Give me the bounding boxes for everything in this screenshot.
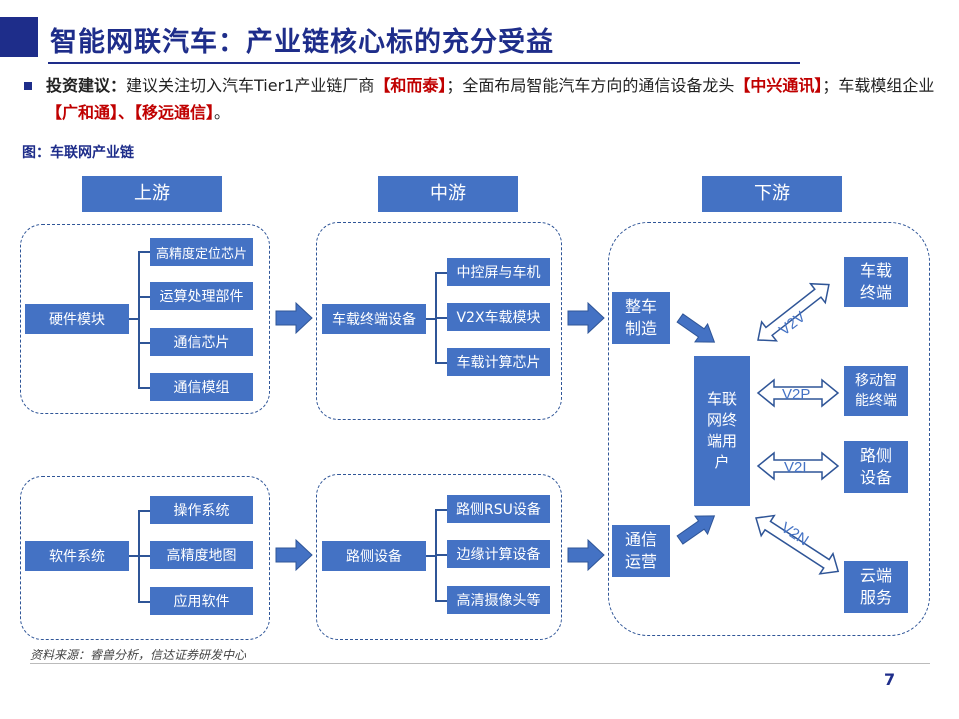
vehicle-terminal-item: 中控屏与车机 (447, 258, 550, 286)
header-downstream: 下游 (702, 176, 842, 212)
target-vehicle-terminal: 车载 终端 (844, 257, 908, 307)
header-midstream: 中游 (378, 176, 518, 212)
rs-connector (426, 555, 436, 557)
vt-tick (435, 317, 447, 319)
page-title: 智能网联汽车：产业链核心标的充分受益 (50, 27, 554, 58)
software-item: 高精度地图 (150, 541, 253, 569)
header-upstream: 上游 (82, 176, 222, 212)
downstream-group (608, 222, 930, 636)
hardware-root: 硬件模块 (25, 304, 129, 334)
hw-tick (138, 342, 150, 344)
roadside-item: 路侧RSU设备 (447, 495, 550, 523)
figure-label: 图：车联网产业链 (22, 145, 134, 161)
footer-rule (30, 663, 930, 664)
software-root: 软件系统 (25, 541, 129, 571)
sw-tick (138, 555, 150, 557)
page-number: 7 (884, 670, 896, 689)
roadside-item: 边缘计算设备 (447, 540, 550, 568)
vehicle-terminal-root: 车载终端设备 (322, 304, 426, 334)
advice-hl2: 【中兴通讯】 (734, 76, 823, 95)
sw-tick (138, 510, 150, 512)
target-cloud-service: 云端 服务 (844, 561, 908, 613)
terminal-user-box: 车联 网终 端用 户 (694, 356, 750, 506)
target-roadside-device: 路侧 设备 (844, 441, 908, 493)
advice-seg2: ；全面布局智能汽车方向的通信设备龙头 (446, 76, 735, 95)
advice-hl3: 【广和通】、【移远通信】 (46, 103, 215, 122)
v2v-arrow (757, 282, 830, 342)
flow-arrow (275, 301, 313, 335)
vt-connector (426, 318, 436, 320)
sw-tick (138, 601, 150, 603)
hw-tick (138, 387, 150, 389)
hardware-item: 运算处理部件 (150, 282, 253, 310)
hw-tick (138, 296, 150, 298)
vt-tick (435, 272, 447, 274)
advice-hl1: 【和而泰】 (374, 76, 447, 95)
oem-box: 整车 制造 (612, 292, 670, 344)
hardware-item: 通信模组 (150, 373, 253, 401)
software-item: 应用软件 (150, 587, 253, 615)
sw-connector (129, 555, 139, 557)
vt-tick (435, 362, 447, 364)
hw-connector (129, 318, 139, 320)
title-accent-block (0, 17, 38, 57)
flow-arrow (275, 538, 313, 572)
operator-box: 通信 运营 (612, 525, 670, 577)
oem-to-user-arrow (676, 313, 716, 343)
rs-tick (435, 554, 447, 556)
hw-branch (138, 251, 140, 388)
roadside-root: 路侧设备 (322, 541, 426, 571)
investment-advice: 投资建议：建议关注切入汽车Tier1产业链厂商【和而泰】；全面布局智能汽车方向的… (46, 72, 946, 126)
software-group (20, 476, 270, 640)
advice-seg4: 。 (214, 103, 231, 122)
title-rule (48, 62, 800, 64)
link-label-v2p: V2P (782, 386, 810, 403)
link-label-v2v: V2V (776, 308, 809, 339)
hw-tick (138, 251, 150, 253)
advice-lead: 投资建议： (46, 76, 127, 95)
roadside-item: 高清摄像头等 (447, 586, 550, 614)
advice-seg1: 建议关注切入汽车Tier1产业链厂商 (126, 76, 375, 95)
hardware-item: 通信芯片 (150, 328, 253, 356)
v2p-arrow (756, 378, 840, 408)
flow-arrow (567, 301, 605, 335)
hardware-item: 高精度定位芯片 (150, 238, 253, 266)
vehicle-terminal-item: 车载计算芯片 (447, 348, 550, 376)
target-mobile-terminal: 移动智 能终端 (844, 366, 908, 416)
bullet-square (24, 82, 32, 90)
v2n-arrow (755, 514, 840, 575)
vehicle-terminal-item: V2X车载模块 (447, 303, 550, 331)
v2i-arrow (756, 451, 840, 481)
advice-seg3: ；车载模组企业 (822, 76, 935, 95)
roadside-group (316, 474, 562, 640)
link-label-v2i: V2I (784, 459, 807, 476)
operator-to-user-arrow (676, 515, 716, 545)
vehicle-terminal-group (316, 222, 562, 420)
software-item: 操作系统 (150, 496, 253, 524)
hardware-group (20, 224, 270, 414)
rs-tick (435, 600, 447, 602)
source-note: 资料来源：睿兽分析，信达证券研发中心 (30, 648, 247, 662)
flow-arrow (567, 538, 605, 572)
rs-tick (435, 509, 447, 511)
